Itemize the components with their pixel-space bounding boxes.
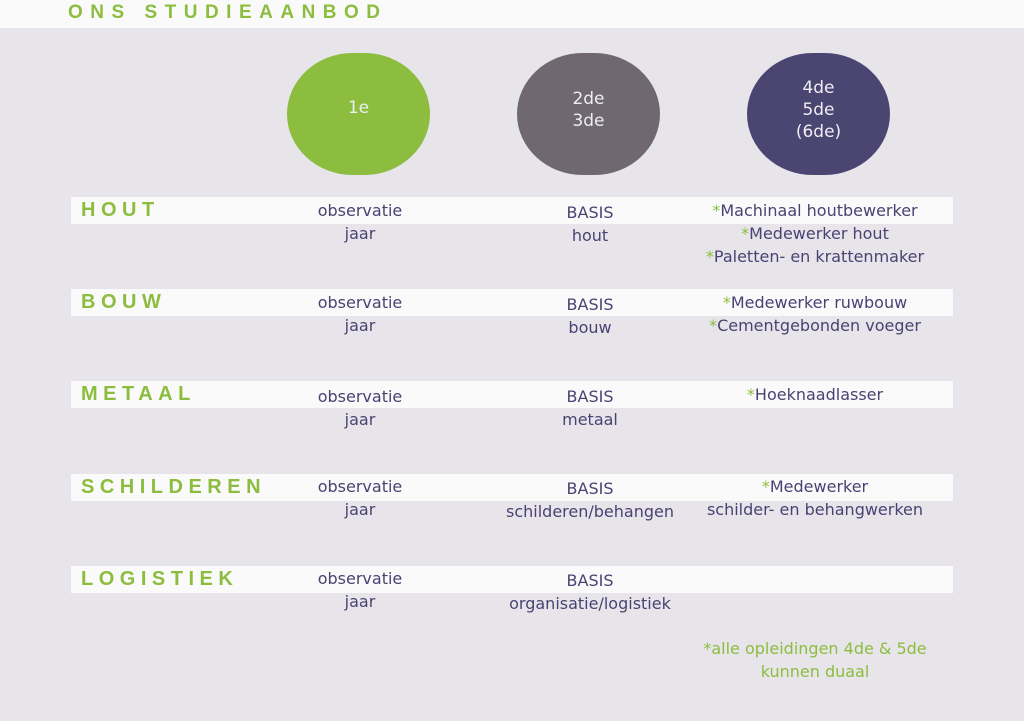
upper-grade-cell: *Machinaal houtbewerker *Medewerker hout… (690, 199, 940, 268)
second-third-cell: BASIS metaal (490, 385, 690, 431)
category-logistiek: LOGISTIEK (81, 568, 239, 590)
upper-grade-cell: *Medewerker ruwbouw *Cementgebonden voeg… (690, 291, 940, 337)
row-band (71, 381, 953, 408)
second-third-cell: BASIS schilderen/behangen (490, 477, 690, 523)
grade-badge-1: 1e (287, 53, 430, 175)
grade-label: 2de 3de (572, 89, 605, 131)
row-band (71, 566, 953, 593)
course-name: Medewerker ruwbouw (730, 293, 908, 312)
cell-line: BASIS (566, 203, 614, 222)
row-band (71, 197, 953, 224)
first-year-cell: observatie jaar (290, 199, 430, 245)
cell-line: jaar (344, 410, 376, 429)
row-band (71, 289, 953, 316)
cell-line: schilderen/behangen (506, 502, 674, 521)
asterisk: * (741, 224, 750, 243)
cell-line: observatie (317, 569, 403, 588)
asterisk: * (705, 247, 714, 266)
second-third-cell: BASIS bouw (490, 293, 690, 339)
grade-label: 4de 5de (6de) (795, 78, 842, 142)
cell-line: observatie (317, 387, 403, 406)
course-name: Hoeknaadlasser (754, 385, 884, 404)
footnote: *alle opleidingen 4de & 5de kunnen duaal (680, 637, 950, 683)
course-item: *Medewerker (690, 475, 940, 498)
course-name: Paletten- en krattenmaker (713, 247, 925, 266)
cell-line: jaar (344, 500, 376, 519)
cell-line: observatie (317, 293, 403, 312)
course-name: Medewerker hout (749, 224, 889, 243)
cell-line: BASIS (566, 479, 614, 498)
course-item: *Medewerker hout (690, 222, 940, 245)
cell-line: bouw (568, 318, 612, 337)
category-schilderen: SCHILDEREN (81, 476, 267, 498)
category-metaal: METAAL (81, 383, 196, 405)
cell-line: metaal (562, 410, 618, 429)
course-item: *Machinaal houtbewerker (690, 199, 940, 222)
cell-line: observatie (317, 477, 403, 496)
first-year-cell: observatie jaar (290, 291, 430, 337)
course-item: *Medewerker ruwbouw (690, 291, 940, 314)
asterisk: * (709, 316, 718, 335)
course-name: Cementgebonden voeger (717, 316, 921, 335)
category-hout: HOUT (81, 199, 160, 221)
grade-label: 1e (347, 98, 370, 118)
course-name: Machinaal houtbewerker (720, 201, 918, 220)
asterisk: * (722, 293, 731, 312)
course-item: *Hoeknaadlasser (690, 383, 940, 406)
asterisk: * (761, 477, 770, 496)
second-third-cell: BASIS hout (490, 201, 690, 247)
first-year-cell: observatie jaar (290, 475, 430, 521)
cell-line: jaar (344, 316, 376, 335)
header-bar: ONS STUDIEAANBOD (0, 0, 1024, 28)
first-year-cell: observatie jaar (290, 567, 430, 613)
course-item: *Cementgebonden voeger (690, 314, 940, 337)
asterisk: * (746, 385, 755, 404)
course-name: schilder- en behangwerken (706, 500, 924, 519)
course-item: *Paletten- en krattenmaker (690, 245, 940, 268)
course-name: Medewerker (769, 477, 869, 496)
upper-grade-cell: *Hoeknaadlasser (690, 383, 940, 406)
footnote-line: kunnen duaal (760, 662, 870, 681)
footnote-line: *alle opleidingen 4de & 5de (703, 639, 927, 658)
row-band (71, 474, 953, 501)
first-year-cell: observatie jaar (290, 385, 430, 431)
grade-badge-2: 2de 3de (517, 53, 660, 175)
cell-line: BASIS (566, 295, 614, 314)
cell-line: organisatie/logistiek (509, 594, 671, 613)
cell-line: observatie (317, 201, 403, 220)
cell-line: BASIS (566, 571, 614, 590)
cell-line: jaar (344, 224, 376, 243)
cell-line: jaar (344, 592, 376, 611)
category-bouw: BOUW (81, 291, 167, 313)
page-title: ONS STUDIEAANBOD (68, 2, 388, 23)
upper-grade-cell: *Medewerker schilder- en behangwerken (690, 475, 940, 521)
second-third-cell: BASIS organisatie/logistiek (490, 569, 690, 615)
cell-line: BASIS (566, 387, 614, 406)
grade-badge-3: 4de 5de (6de) (747, 53, 890, 175)
asterisk: * (712, 201, 721, 220)
cell-line: hout (571, 226, 609, 245)
